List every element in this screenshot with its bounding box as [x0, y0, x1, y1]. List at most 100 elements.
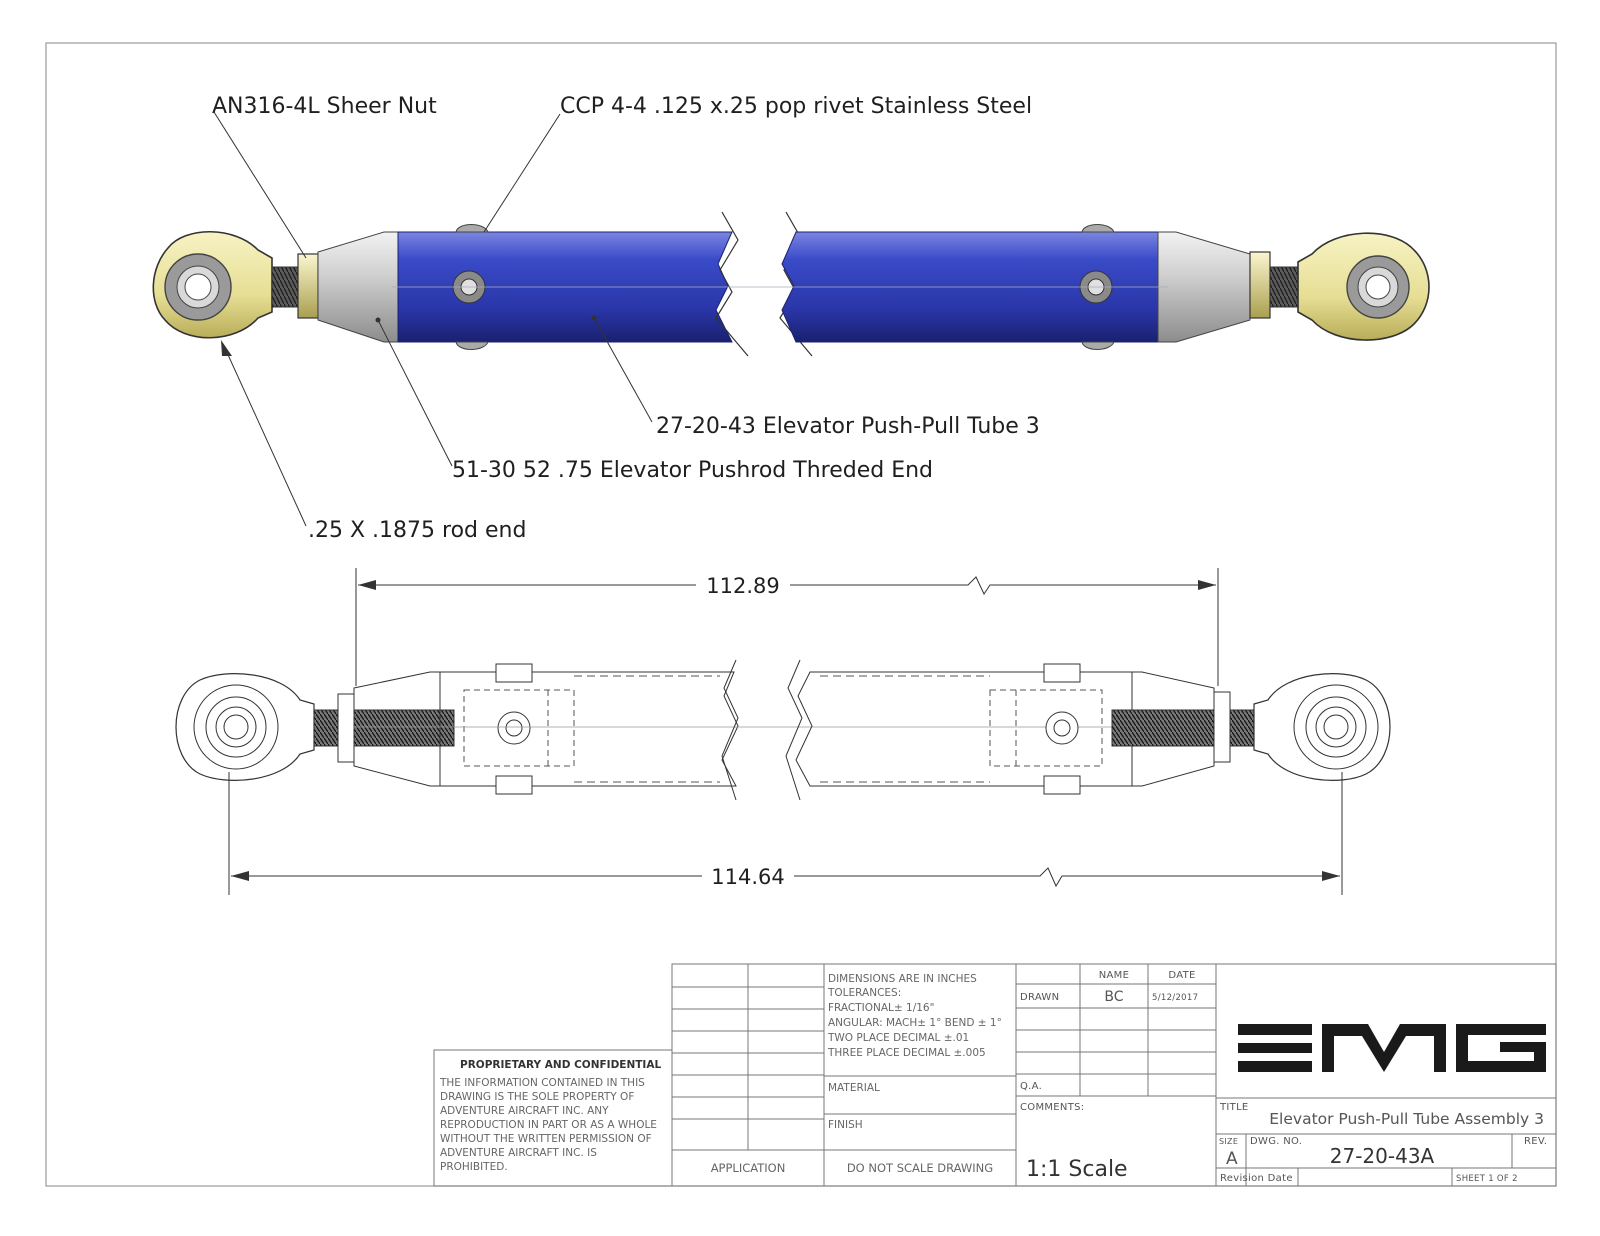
size-value: A: [1226, 1149, 1238, 1169]
proprietary-line: WITHOUT THE WRITTEN PERMISSION OF: [440, 1133, 652, 1145]
dim-line-inner-b: [790, 576, 1216, 596]
break-line-lower-right: [785, 659, 803, 801]
proprietary-line: PROHIBITED.: [440, 1161, 508, 1173]
left-rivet-top-3d: [455, 224, 489, 233]
callout-threaded-end: 51-30 52 .75 Elevator Pushrod Threded En…: [452, 458, 933, 483]
drawn-name: BC: [1104, 989, 1123, 1005]
dwg-no-value: 27-20-43A: [1330, 1144, 1435, 1168]
right-thread-3d: [1269, 266, 1299, 308]
right-rivet-band-top: [1043, 663, 1081, 683]
tolerance-line: ANGULAR: MACH± 1° BEND ± 1°: [828, 1017, 1002, 1029]
tolerance-line: DIMENSIONS ARE IN INCHES: [828, 973, 977, 985]
drawn-label: DRAWN: [1020, 992, 1059, 1003]
dim-arrow-inner-right: [1198, 580, 1216, 590]
do-not-scale-label: DO NOT SCALE DRAWING: [847, 1161, 993, 1175]
dim-inner-length: 112.89: [706, 574, 779, 598]
left-tube-outline: [440, 671, 739, 787]
comments-label: COMMENTS:: [1020, 1102, 1084, 1113]
left-rivet-band-top: [495, 663, 533, 683]
title-block: PROPRIETARY AND CONFIDENTIAL THE INFORMA…: [433, 963, 1557, 1187]
logo-text: EMG: [1391, 1089, 1393, 1091]
revision-date-label: Revision Date: [1220, 1173, 1293, 1184]
tolerance-text: DIMENSIONS ARE IN INCHES TOLERANCES: FRA…: [827, 973, 1002, 1059]
dim-arrow-inner-left: [358, 580, 376, 590]
leader-threaded-end-dot: [375, 317, 381, 323]
scale-value: 1:1 Scale: [1026, 1157, 1128, 1182]
grid-rows: [672, 986, 824, 1151]
dim-arrow-overall-left: [231, 871, 249, 881]
left-rod-end-3d: [152, 231, 273, 339]
tolerance-line: TWO PLACE DECIMAL ±.01: [827, 1032, 969, 1044]
callout-tube: 27-20-43 Elevator Push-Pull Tube 3: [656, 414, 1040, 439]
leader-tube: [593, 317, 653, 423]
leader-threaded-end: [377, 319, 453, 467]
right-rod-end-outline: [1253, 673, 1391, 781]
tolerance-line: THREE PLACE DECIMAL ±.005: [827, 1047, 986, 1059]
leader-rivet: [483, 113, 561, 233]
rev-label: REV.: [1524, 1136, 1547, 1147]
left-rivet-outline: [497, 711, 531, 745]
drawing-title: Elevator Push-Pull Tube Assembly 3: [1269, 1110, 1544, 1128]
left-insert-hidden: [463, 689, 575, 767]
line-drawing: 112.89: [175, 568, 1391, 895]
proprietary-line: REPRODUCTION IN PART OR AS A WHOLE: [440, 1119, 657, 1131]
right-rivet-outline-hole: [1053, 719, 1071, 737]
proprietary-line: ADVENTURE AIRCRAFT INC. IS: [440, 1147, 597, 1159]
left-thread-outline: [313, 709, 455, 747]
right-rivet-outline: [1045, 711, 1079, 745]
right-thread-outline: [1111, 709, 1255, 747]
break-line-lower-left: [721, 659, 739, 801]
left-nut-outline: [337, 693, 355, 763]
date-header: DATE: [1168, 970, 1195, 981]
qa-label: Q.A.: [1020, 1081, 1042, 1092]
right-nut-outline: [1213, 691, 1231, 763]
finish-label: FINISH: [828, 1119, 863, 1131]
left-thread-3d: [271, 266, 299, 308]
leader-rod-end: [223, 345, 307, 527]
name-header: NAME: [1099, 970, 1129, 981]
dim-line-overall-b: [794, 867, 1340, 888]
sheet-border: [45, 42, 1557, 1187]
right-insert-hidden: [989, 689, 1103, 767]
right-rivet-bottom-3d: [1081, 341, 1115, 350]
left-rivet-outline-hole: [505, 719, 523, 737]
drawn-date: 5/12/2017: [1152, 993, 1198, 1003]
proprietary-heading: PROPRIETARY AND CONFIDENTIAL: [460, 1059, 661, 1071]
proprietary-line: ADVENTURE AIRCRAFT INC. ANY: [440, 1105, 609, 1117]
dwg-no-label: DWG. NO.: [1250, 1136, 1302, 1147]
revision-row: [1215, 1167, 1557, 1187]
size-label: SIZE: [1219, 1137, 1238, 1146]
tolerance-box: [823, 963, 1017, 1187]
leader-rod-end-arrow: [221, 340, 232, 356]
left-cone-3d: [317, 231, 401, 343]
title-label: TITLE: [1219, 1102, 1249, 1113]
application-label: APPLICATION: [711, 1161, 786, 1175]
right-rod-end-3d: [1297, 232, 1430, 341]
tolerance-line: FRACTIONAL± 1/16": [828, 1002, 934, 1014]
rendered-assembly: AN316-4L Sheer Nut CCP 4-4 .125 x.25 pop…: [152, 94, 1430, 543]
leader-tube-dot: [591, 315, 597, 321]
right-rivet-top-3d: [1081, 224, 1115, 233]
proprietary-text: THE INFORMATION CONTAINED IN THIS DRAWIN…: [439, 1077, 657, 1173]
callout-rod-end: .25 X .1875 rod end: [308, 518, 526, 543]
left-nut-3d: [297, 253, 319, 319]
right-tube-outline: [795, 671, 1133, 787]
callout-rivet: CCP 4-4 .125 x.25 pop rivet Stainless St…: [560, 94, 1032, 119]
dim-arrow-overall-right: [1322, 871, 1340, 881]
tolerance-line: TOLERANCES:: [827, 987, 901, 999]
right-cone-outline: [1131, 671, 1215, 787]
proprietary-line: DRAWING IS THE SOLE PROPERTY OF: [440, 1091, 634, 1103]
right-rivet-band-bottom: [1043, 775, 1081, 795]
callout-sheer-nut: AN316-4L Sheer Nut: [212, 94, 437, 119]
break-line-left: [715, 211, 749, 357]
left-rivet-bottom-3d: [455, 341, 489, 350]
emg-logo: EMG: [1238, 1024, 1546, 1091]
left-rivet-band-bottom: [495, 775, 533, 795]
left-rod-end-outline: [175, 673, 315, 781]
right-nut-3d: [1249, 251, 1271, 319]
material-label: MATERIAL: [828, 1082, 880, 1094]
proprietary-line: THE INFORMATION CONTAINED IN THIS: [439, 1077, 645, 1089]
leader-sheer-nut: [213, 111, 307, 259]
right-cone-3d: [1157, 231, 1251, 343]
